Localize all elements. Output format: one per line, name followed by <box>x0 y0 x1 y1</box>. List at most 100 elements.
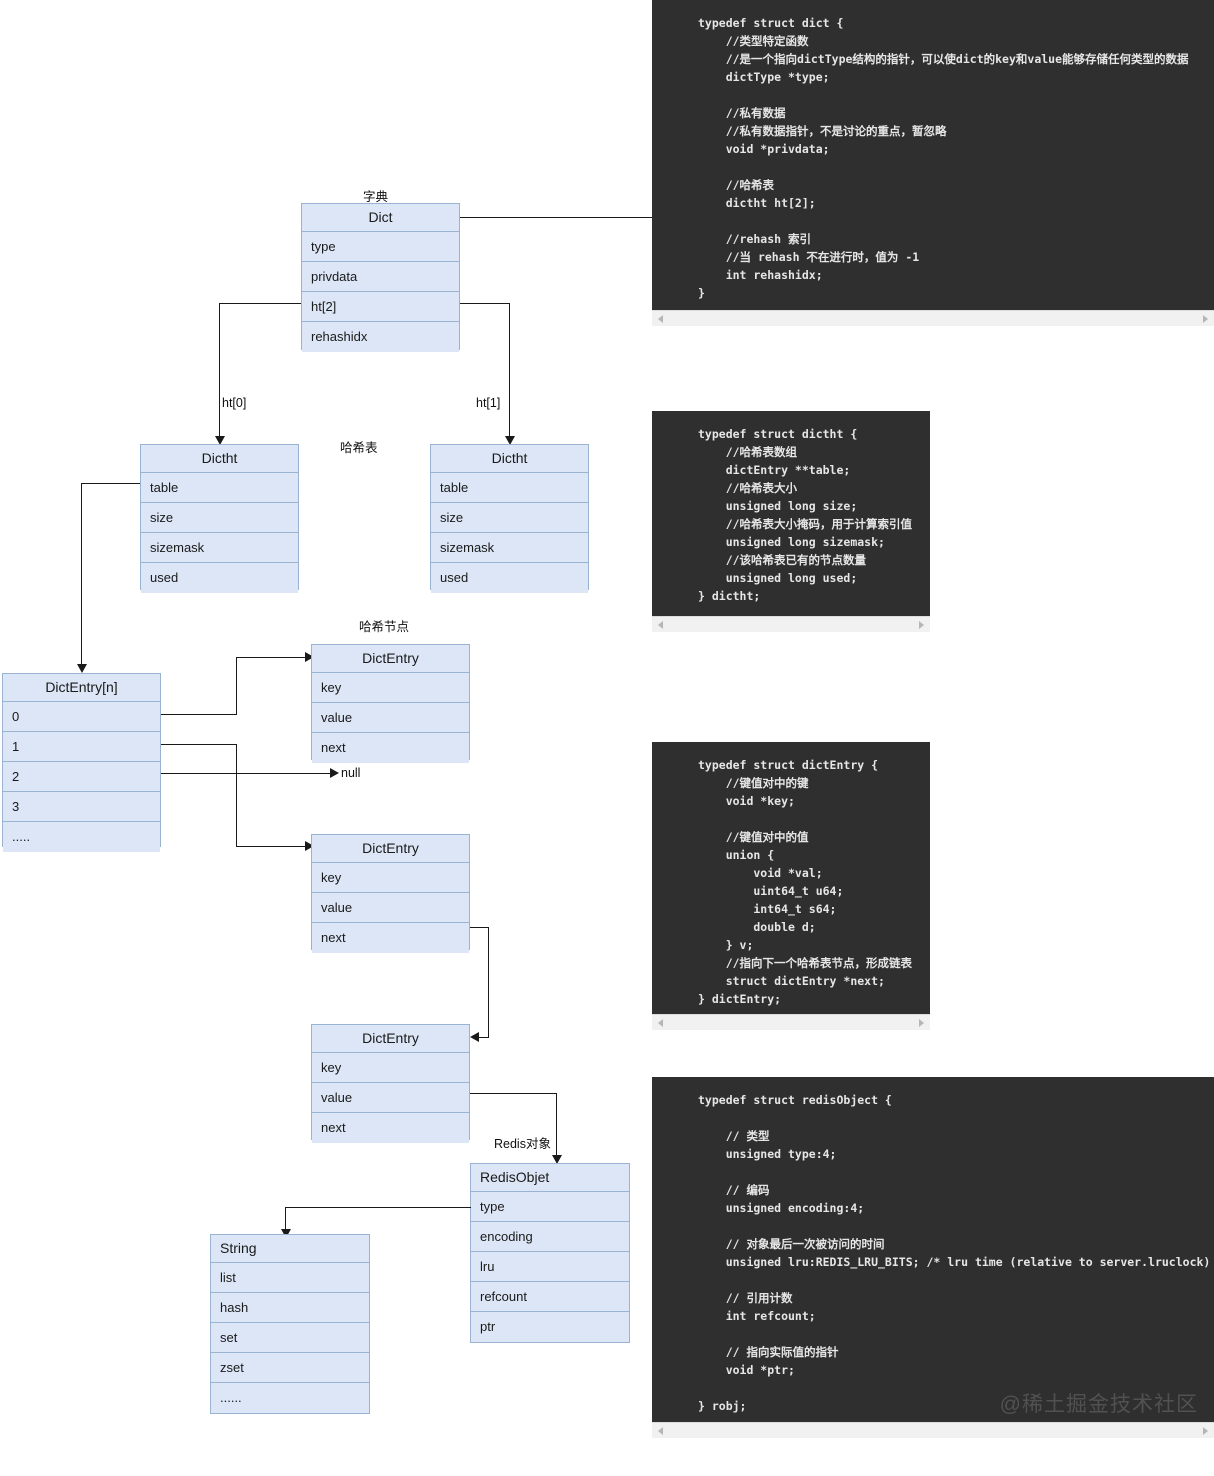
code-dictentry-scrollbar[interactable] <box>652 1014 930 1030</box>
connector-slot0-arrow <box>305 652 314 662</box>
connector-type-h <box>285 1207 471 1208</box>
dict-row-type: type <box>302 232 459 262</box>
code-panel-redisobject: typedef struct redisObject { // 类型 unsig… <box>652 1077 1214 1422</box>
redisobjet-box: RedisObjet type encoding lru refcount pt… <box>470 1163 630 1343</box>
types-row-hash: hash <box>211 1293 369 1323</box>
code-panel-dict: typedef struct dict { //类型特定函数 //是一个指向di… <box>652 0 1214 310</box>
label-ht1: ht[1] <box>476 396 501 410</box>
scroll-right-icon[interactable] <box>919 1019 924 1027</box>
redisobjet-row-refcount: refcount <box>471 1282 629 1312</box>
connector-ht1-h <box>460 303 510 304</box>
types-box: String list hash set zset ...... <box>210 1234 370 1414</box>
code-redisobject-scrollbar[interactable] <box>652 1422 1214 1438</box>
dictentry-2-row-next: next <box>312 923 469 953</box>
scroll-right-icon[interactable] <box>919 621 924 629</box>
dictentry-array-row-1: 1 <box>3 732 160 762</box>
dictentry-array-row-0: 0 <box>3 702 160 732</box>
connector-table-h <box>81 483 140 484</box>
code-redisobject: typedef struct redisObject { // 类型 unsig… <box>698 1093 1211 1413</box>
dictentry-1-row-key: key <box>312 673 469 703</box>
scroll-right-icon[interactable] <box>1203 1427 1208 1435</box>
code-dictht: typedef struct dictht { //哈希表数组 dictEntr… <box>698 427 913 603</box>
connector-slot0-h2 <box>236 657 306 658</box>
dictht-left-row-used: used <box>141 563 298 593</box>
dictht-right-row-sizemask: sizemask <box>431 533 588 563</box>
dictht-right-row-table: table <box>431 473 588 503</box>
connector-slot0-v <box>236 657 237 715</box>
types-row-more: ...... <box>211 1383 369 1413</box>
dictentry-array-box: DictEntry[n] 0 1 2 3 ..... <box>2 673 161 852</box>
dictentry-array-row-2: 2 <box>3 762 160 792</box>
watermark: @稀土掘金技术社区 <box>999 1393 1198 1416</box>
dictentry-1-title: DictEntry <box>312 645 469 673</box>
dictentry-3-title: DictEntry <box>312 1025 469 1053</box>
connector-ht1-arrow <box>505 436 515 445</box>
dictht-left-row-size: size <box>141 503 298 533</box>
connector-next-v <box>488 927 489 1037</box>
types-row-list: list <box>211 1263 369 1293</box>
scroll-left-icon[interactable] <box>658 315 663 323</box>
connector-slot2-h <box>161 773 333 774</box>
connector-next-h1 <box>470 927 489 928</box>
connector-slot1-h2 <box>236 846 306 847</box>
caption-redisobject: Redis对象 <box>494 1137 551 1151</box>
dictentry-3-box: DictEntry key value next <box>311 1024 470 1143</box>
caption-hashtable: 哈希表 <box>340 441 378 455</box>
connector-table-v <box>81 483 82 665</box>
dictentry-array-row-3: 3 <box>3 792 160 822</box>
scroll-left-icon[interactable] <box>658 1427 663 1435</box>
dict-box: Dict type privdata ht[2] rehashidx <box>301 203 460 352</box>
dict-row-privdata: privdata <box>302 262 459 292</box>
dictht-right-box: Dictht table size sizemask used <box>430 444 589 593</box>
dictht-left-box: Dictht table size sizemask used <box>140 444 299 593</box>
label-ht0: ht[0] <box>222 396 247 410</box>
dictentry-2-row-value: value <box>312 893 469 923</box>
types-row-set: set <box>211 1323 369 1353</box>
redisobjet-title: RedisObjet <box>471 1164 629 1192</box>
redisobjet-row-type: type <box>471 1192 629 1222</box>
dictentry-3-row-value: value <box>312 1083 469 1113</box>
connector-table-arrow <box>77 664 87 673</box>
redisobjet-row-lru: lru <box>471 1252 629 1282</box>
code-dictht-scrollbar[interactable] <box>652 616 930 632</box>
dictht-left-row-table: table <box>141 473 298 503</box>
dictht-right-title: Dictht <box>431 445 588 473</box>
types-title: String <box>211 1235 369 1263</box>
caption-hashnode: 哈希节点 <box>359 620 410 634</box>
dictentry-3-row-next: next <box>312 1113 469 1143</box>
dictht-left-row-sizemask: sizemask <box>141 533 298 563</box>
code-dict-scrollbar[interactable] <box>652 310 1214 326</box>
connector-slot1-h1 <box>161 744 236 745</box>
dictentry-2-box: DictEntry key value next <box>311 834 470 953</box>
types-row-zset: zset <box>211 1353 369 1383</box>
dictentry-array-row-more: ..... <box>3 822 160 852</box>
connector-slot2-arrow <box>330 768 339 778</box>
code-panel-dictentry: typedef struct dictEntry { //键值对中的键 void… <box>652 742 930 1014</box>
redisobjet-row-encoding: encoding <box>471 1222 629 1252</box>
caption-dict: 字典 <box>363 190 389 204</box>
dictht-right-row-size: size <box>431 503 588 533</box>
connector-value-h <box>470 1093 557 1094</box>
dictentry-2-row-key: key <box>312 863 469 893</box>
connector-ht0-v <box>219 303 220 437</box>
code-panel-dictht: typedef struct dictht { //哈希表数组 dictEntr… <box>652 411 930 616</box>
scroll-right-icon[interactable] <box>1203 315 1208 323</box>
dict-row-rehashidx: rehashidx <box>302 322 459 352</box>
dictht-right-row-used: used <box>431 563 588 593</box>
scroll-left-icon[interactable] <box>658 1019 663 1027</box>
dictentry-array-title: DictEntry[n] <box>3 674 160 702</box>
connector-slot1-arrow <box>305 841 314 851</box>
code-dictentry: typedef struct dictEntry { //键值对中的键 void… <box>698 758 913 1006</box>
connector-slot0-h1 <box>161 714 236 715</box>
connector-ht1-v <box>509 303 510 437</box>
connector-next-arrow <box>470 1032 479 1042</box>
dict-row-ht: ht[2] <box>302 292 459 322</box>
dictentry-2-title: DictEntry <box>312 835 469 863</box>
connector-type-v <box>285 1207 286 1231</box>
scroll-left-icon[interactable] <box>658 621 663 629</box>
connector-ht0-arrow <box>215 436 225 445</box>
dict-box-title: Dict <box>302 204 459 232</box>
redisobjet-row-ptr: ptr <box>471 1312 629 1342</box>
dictht-left-title: Dictht <box>141 445 298 473</box>
